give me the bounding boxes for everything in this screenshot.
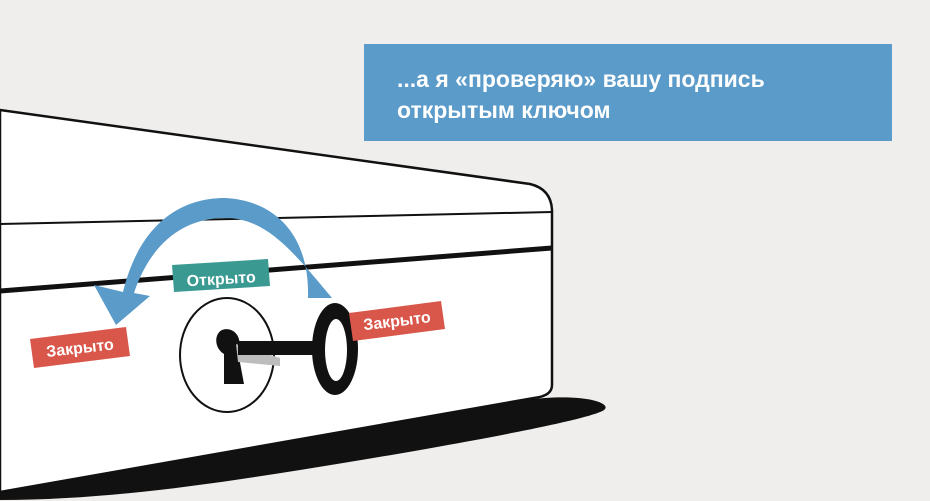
safe-body — [0, 108, 554, 494]
key-icon — [236, 303, 358, 395]
safe-lid-seam — [0, 245, 553, 294]
caption-banner: ...а я «проверяю» вашу подпись открытым … — [364, 44, 892, 141]
label-closed-right: Закрыто — [349, 301, 445, 341]
label-open-text: Открыто — [186, 269, 256, 290]
rotation-arrow — [94, 198, 332, 325]
floor-shadow — [0, 397, 606, 500]
label-open: Открыто — [172, 259, 270, 292]
keyhole-icon — [216, 329, 244, 384]
caption-line-2: открытым ключом — [397, 97, 611, 123]
caption-line-1: ...а я «проверяю» вашу подпись — [397, 66, 765, 92]
label-closed-left: Закрыто — [30, 327, 130, 368]
